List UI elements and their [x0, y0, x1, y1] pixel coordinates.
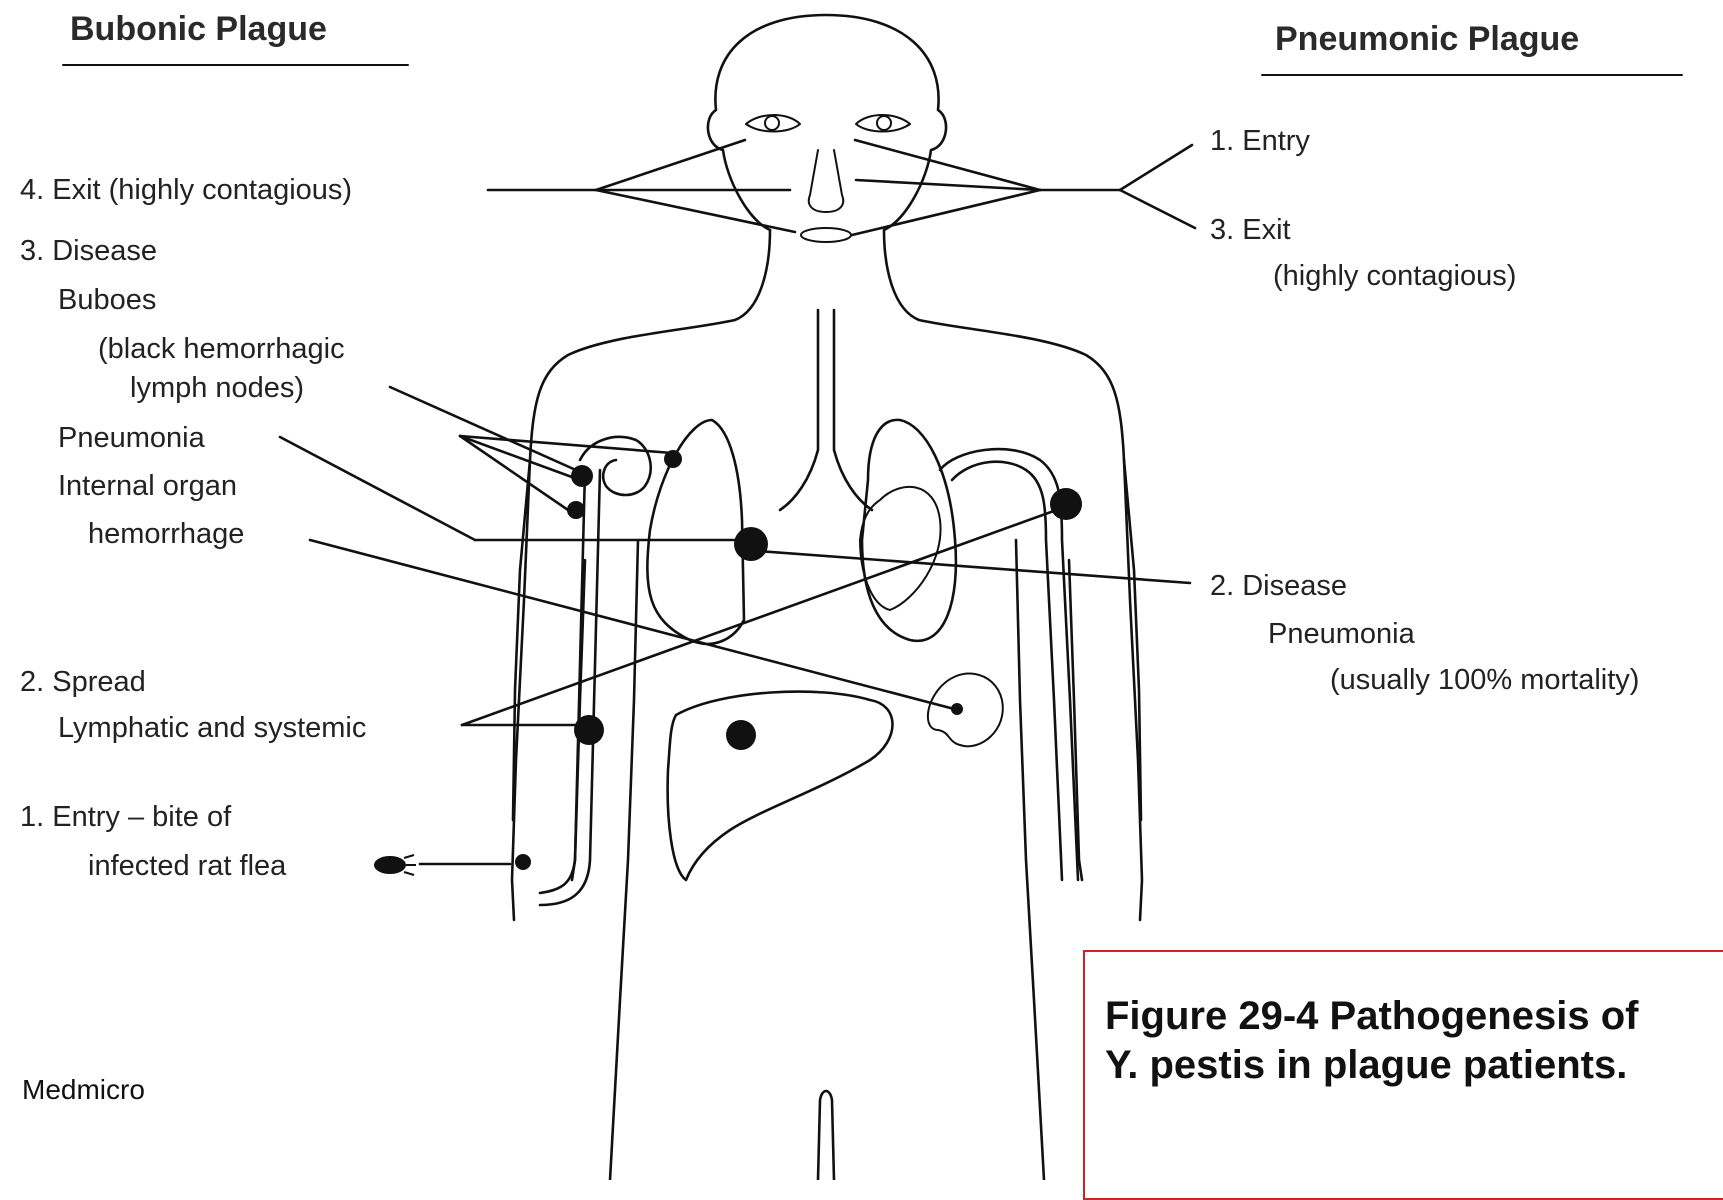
- pointer-right-3: [852, 190, 1040, 235]
- heart: [860, 487, 941, 610]
- pneumonic-entry-label: 1. Entry: [1210, 127, 1310, 156]
- pneumonic-disease-label: 2. Disease: [1210, 572, 1347, 601]
- trachea-left: [780, 310, 818, 510]
- liver-dot: [726, 720, 756, 750]
- pointer-entry-right: [1120, 145, 1192, 190]
- figure-caption-box: Figure 29-4 Pathogenesis of Y. pestis in…: [1083, 950, 1723, 1200]
- torso-left: [610, 540, 638, 1180]
- pointer-buboes-3: [460, 436, 580, 480]
- pointer-buboes-4: [460, 436, 568, 510]
- entry-dot: [515, 854, 531, 870]
- bubonic-internal-organ-label-2: hemorrhage: [88, 520, 244, 549]
- pointer-exit-right: [1120, 190, 1195, 228]
- right-lung: [862, 420, 956, 641]
- left-lymph-vessel-b: [540, 470, 600, 905]
- right-eye-pupil: [877, 116, 891, 130]
- bubo-dot-3: [664, 450, 682, 468]
- trachea-right: [834, 310, 872, 510]
- figure-caption-line-1: Figure 29-4 Pathogenesis of: [1105, 992, 1638, 1041]
- pointer-exit-left-3: [596, 190, 795, 232]
- bubonic-spread-label: 2. Spread: [20, 668, 146, 697]
- pneumonic-disease-desc: (usually 100% mortality): [1330, 666, 1639, 695]
- pointer-disease-right: [745, 550, 1190, 583]
- pointer-buboes-1: [390, 387, 587, 475]
- bubonic-buboes-desc-2: lymph nodes): [130, 374, 304, 403]
- pointer-pneumonia-a: [280, 437, 475, 540]
- pointer-exit-left-1: [596, 140, 745, 190]
- bubonic-spread-desc: Lymphatic and systemic: [58, 714, 366, 743]
- left-lymph-vessel-a: [540, 470, 585, 893]
- spleen-dot: [951, 703, 963, 715]
- bubonic-entry-label-2: infected rat flea: [88, 852, 286, 881]
- lymph-dot-left: [574, 715, 604, 745]
- bubo-dot-1: [571, 465, 593, 487]
- credit-label: Medmicro: [22, 1076, 145, 1104]
- bubonic-buboes-label: Buboes: [58, 286, 156, 315]
- pneumonic-plague-header: Pneumonic Plague: [1275, 22, 1579, 56]
- bubonic-entry-label-1: 1. Entry – bite of: [20, 803, 231, 832]
- bubonic-internal-organ-label-1: Internal organ: [58, 472, 237, 501]
- pneumonic-disease-sub: Pneumonia: [1268, 620, 1415, 649]
- left-eye-pupil: [765, 116, 779, 130]
- left-lung: [647, 420, 744, 644]
- lung-dot: [734, 527, 768, 561]
- mouth: [801, 228, 851, 242]
- flea-icon: [374, 856, 406, 874]
- head-outline: [708, 15, 946, 230]
- nose: [809, 150, 843, 212]
- bubonic-pneumonia-label: Pneumonia: [58, 424, 205, 453]
- spleen: [928, 674, 1003, 747]
- torso-right: [1016, 540, 1044, 1180]
- bubo-dot-2: [567, 501, 585, 519]
- lymph-dot-right: [1050, 488, 1082, 520]
- bubonic-exit-label: 4. Exit (highly contagious): [20, 176, 352, 205]
- bubonic-plague-header: Bubonic Plague: [70, 12, 327, 46]
- right-lymph-vessel-b: [952, 462, 1062, 880]
- figure-caption: Figure 29-4 Pathogenesis of Y. pestis in…: [1105, 992, 1638, 1090]
- bubonic-buboes-desc-1: (black hemorrhagic: [98, 335, 345, 364]
- liver: [668, 692, 893, 880]
- pneumonic-exit-label: 3. Exit: [1210, 216, 1291, 245]
- crotch: [818, 1091, 834, 1180]
- figure-caption-line-2: Y. pestis in plague patients.: [1105, 1041, 1638, 1090]
- bubonic-disease-label: 3. Disease: [20, 237, 157, 266]
- pneumonic-exit-desc: (highly contagious): [1273, 262, 1516, 291]
